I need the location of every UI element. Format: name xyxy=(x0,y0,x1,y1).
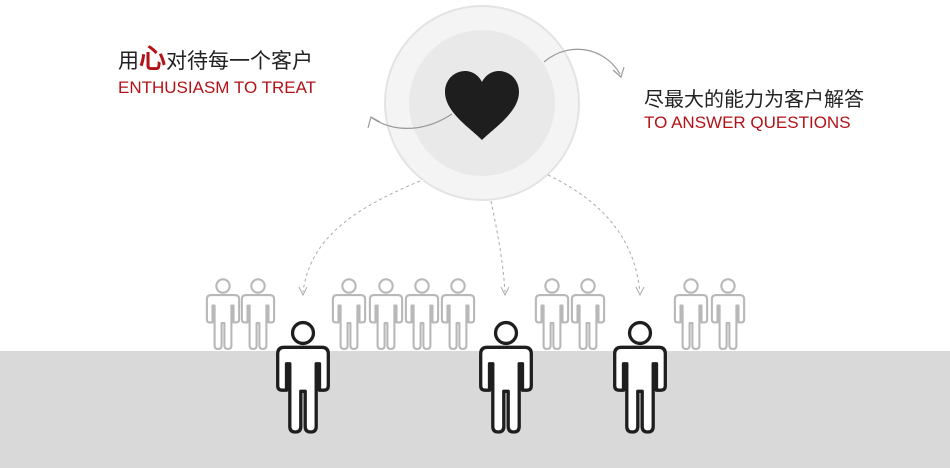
person-icon xyxy=(440,278,476,351)
floor-band xyxy=(0,351,950,468)
left-message: 用心对待每一个客户 ENTHUSIASM TO TREAT xyxy=(118,45,316,98)
heart-icon xyxy=(445,71,519,140)
person-icon xyxy=(673,278,709,351)
right-message: 尽最大的能力为客户解答 TO ANSWER QUESTIONS xyxy=(644,85,864,133)
person-icon xyxy=(534,278,570,351)
left-cn-highlight: 心 xyxy=(139,44,166,75)
left-cn-before: 用 xyxy=(118,49,139,73)
person-icon xyxy=(404,278,440,351)
person-icon xyxy=(331,278,367,351)
left-message-cn: 用心对待每一个客户 xyxy=(118,45,316,76)
person-icon xyxy=(240,278,276,351)
dashed-connector-middle xyxy=(490,200,506,293)
curved-arrow-right xyxy=(543,48,621,75)
person-icon xyxy=(570,278,606,351)
person-icon xyxy=(368,278,404,351)
right-message-en: TO ANSWER QUESTIONS xyxy=(644,113,851,132)
left-message-en: ENTHUSIASM TO TREAT xyxy=(118,78,317,97)
left-cn-after: 对待每一个客户 xyxy=(166,49,313,73)
person-icon-highlighted xyxy=(613,320,667,434)
dashed-connector-right xyxy=(547,174,641,293)
right-message-cn: 尽最大的能力为客户解答 xyxy=(644,87,864,111)
person-icon xyxy=(205,278,241,351)
person-icon-highlighted xyxy=(276,320,330,434)
person-icon-highlighted xyxy=(479,320,533,434)
dashed-connector-left xyxy=(302,180,421,293)
person-icon xyxy=(710,278,746,351)
